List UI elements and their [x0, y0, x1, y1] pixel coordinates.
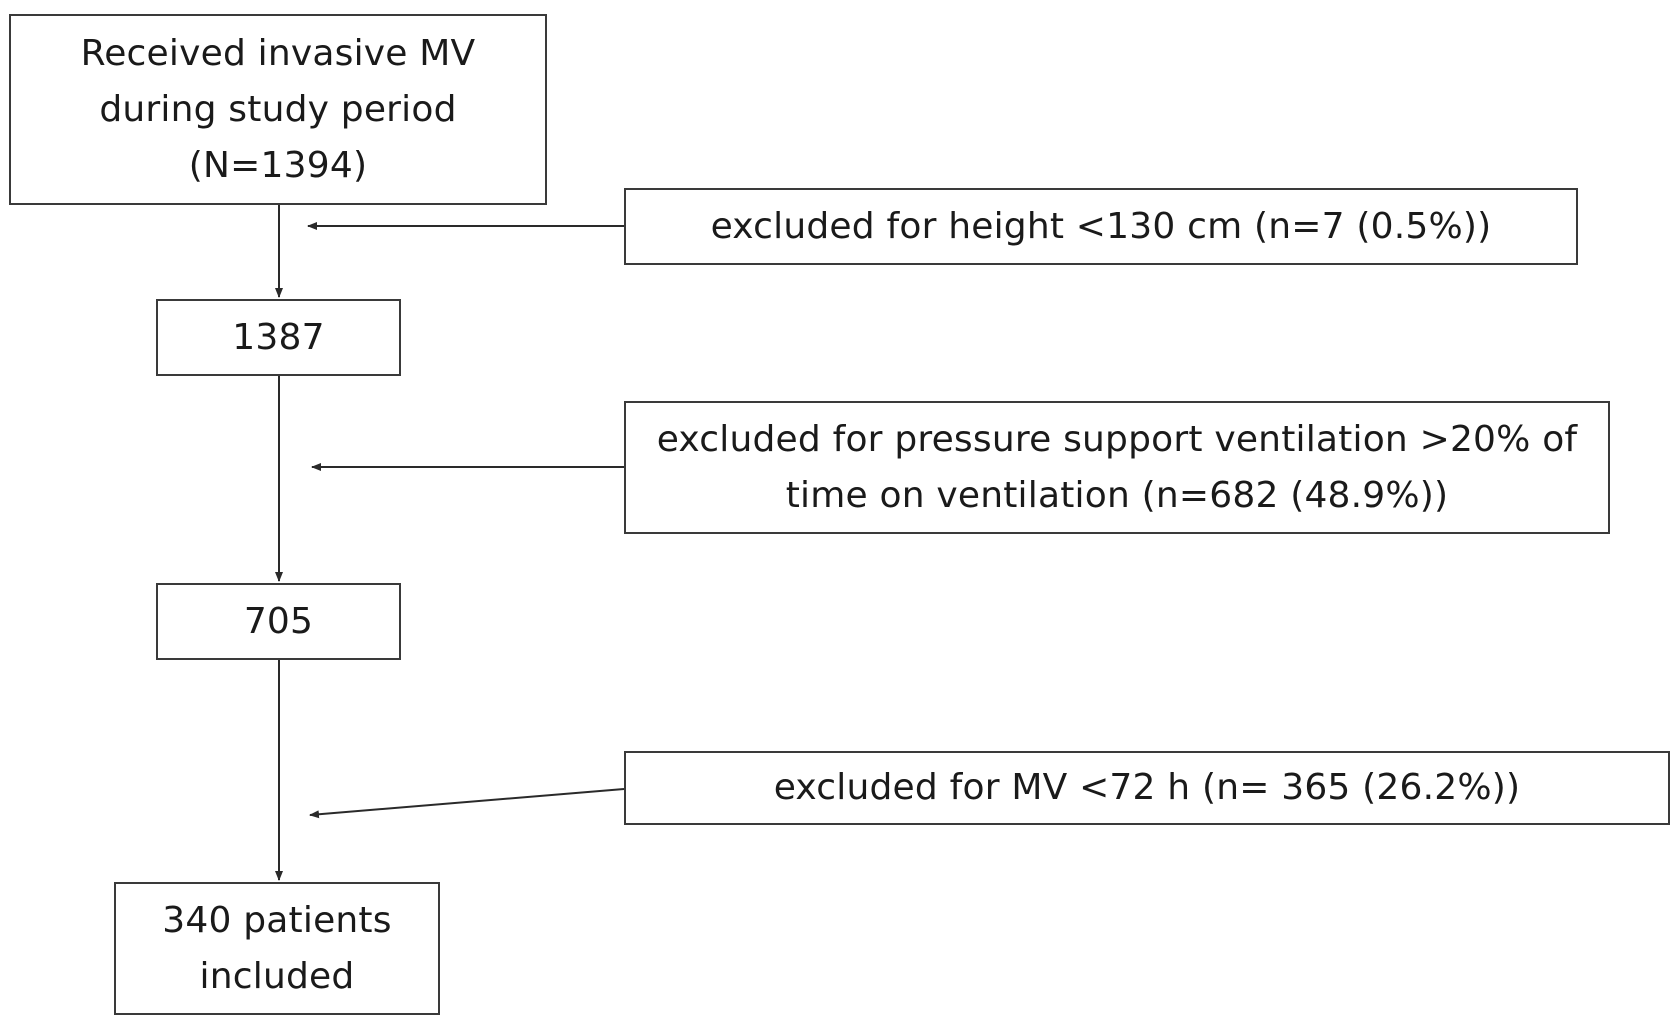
step-box-705-label: 705 [243, 600, 314, 642]
step-box-start: Received invasive MV during study period… [9, 14, 547, 205]
exclusion-box-height-label: excluded for height <130 cm (n=7 (0.5%)) [710, 205, 1492, 247]
step-box-included-line-1: 340 patients [162, 899, 392, 941]
step-box-included-line-2: included [199, 955, 355, 997]
exclusion-box-pressure-support-line-2: time on ventilation (n=682 (48.9%)) [785, 474, 1449, 516]
step-box-1387-label: 1387 [232, 316, 325, 358]
step-box-start-line-1: Received invasive MV [80, 32, 476, 74]
exclusion-arrow-3 [309, 788, 625, 819]
step-box-start-line-3: (N=1394) [188, 144, 368, 186]
step-box-1387: 1387 [156, 299, 401, 376]
step-box-included: 340 patients included [114, 882, 440, 1015]
step-box-705: 705 [156, 583, 401, 660]
exclusion-box-pressure-support: excluded for pressure support ventilatio… [624, 401, 1610, 534]
exclusion-box-mv-duration: excluded for MV <72 h (n= 365 (26.2%)) [624, 751, 1670, 825]
exclusion-box-height: excluded for height <130 cm (n=7 (0.5%)) [624, 188, 1578, 265]
exclusion-box-mv-duration-label: excluded for MV <72 h (n= 365 (26.2%)) [773, 767, 1521, 808]
exclusion-box-pressure-support-line-1: excluded for pressure support ventilatio… [656, 418, 1578, 460]
step-box-start-line-2: during study period [99, 88, 457, 130]
